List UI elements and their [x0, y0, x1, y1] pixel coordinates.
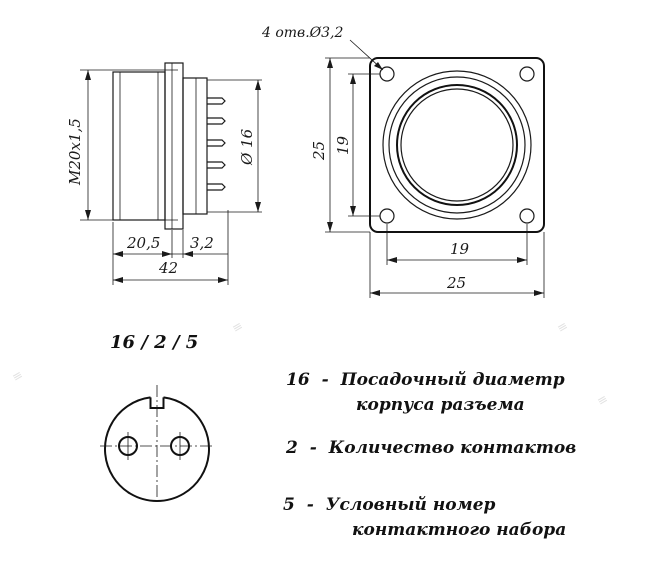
inner-height-label: 19: [334, 135, 352, 155]
mounting-hole: [519, 208, 535, 224]
arrowhead: [255, 202, 261, 212]
watermark: ≡: [595, 391, 611, 408]
legend-item-3-line-1: 5 - Условный номер: [283, 495, 496, 515]
arrowhead: [350, 74, 356, 84]
legend-item-3-text: Условный номер: [326, 495, 496, 515]
arrowhead: [218, 277, 228, 283]
legend-item-1-number: 16: [286, 370, 310, 390]
pin: [207, 139, 226, 147]
pin: [207, 161, 226, 169]
mounting-hole: [379, 66, 395, 82]
legend: 16 - Посадочный диаметр корпуса разъема …: [283, 370, 576, 540]
outer-ring: [382, 70, 532, 220]
legend-item-3-number: 5: [283, 495, 295, 515]
arrowhead: [85, 210, 91, 220]
arrowhead: [534, 290, 544, 296]
thread-label: M20x1,5: [66, 118, 84, 186]
contact-pins: [207, 97, 226, 191]
arrowhead: [255, 80, 261, 90]
connector-body: [112, 71, 166, 221]
arrowhead: [370, 290, 380, 296]
ring: [388, 76, 526, 214]
watermark: ≡: [230, 318, 246, 335]
inner-width-label: 19: [450, 240, 470, 258]
holes-note: 4 отв.Ø3,2: [261, 25, 343, 41]
arrowhead: [113, 251, 123, 257]
insert-view: 16 / 2 / 5: [100, 332, 214, 505]
arrowhead: [85, 70, 91, 80]
legend-item-3-sep: -: [307, 495, 314, 515]
outer-height-label: 25: [310, 141, 328, 161]
legend-item-2: 2 - Количество контактов: [285, 438, 576, 458]
front-view: 4 отв.Ø3,2 25 19 19: [261, 25, 545, 298]
legend-item-1-line-1: 16 - Посадочный диаметр: [286, 370, 565, 390]
mounting-hole: [379, 208, 395, 224]
arrowhead: [350, 206, 356, 216]
arrowhead: [387, 257, 397, 263]
arrowhead: [327, 222, 333, 232]
pin: [207, 183, 226, 191]
total-length-label: 42: [158, 259, 178, 277]
pin: [207, 97, 226, 105]
pin-diameter-label: Ø 16: [238, 128, 256, 166]
side-view: M20x1,5 Ø 16 20: [66, 62, 262, 285]
arrowhead: [113, 277, 123, 283]
legend-item-2-number: 2: [285, 438, 298, 458]
watermark: ≡: [555, 318, 571, 335]
legend-item-2-text: Количество контактов: [328, 438, 577, 458]
connector-code: 16 / 2 / 5: [110, 332, 198, 353]
legend-item-3-line-2: контактного набора: [352, 520, 566, 540]
arrowhead: [327, 58, 333, 68]
legend-item-1-text: Посадочный диаметр: [340, 370, 565, 390]
legend-item-1-line-2: корпуса разъема: [356, 395, 525, 415]
square-flange: [369, 57, 545, 233]
inner-ring: [400, 88, 514, 202]
rear-housing: [182, 77, 208, 215]
watermark: ≡: [10, 367, 26, 384]
pin: [207, 117, 226, 125]
mounting-hole: [519, 66, 535, 82]
legend-item-2-sep: -: [310, 438, 317, 458]
arrowhead: [183, 251, 193, 257]
arrowhead: [374, 62, 383, 70]
legend-item-1-sep: -: [322, 370, 329, 390]
flange-thickness-label: 3,2: [190, 234, 214, 252]
outer-width-label: 25: [446, 274, 466, 292]
body-length-label: 20,5: [126, 234, 160, 252]
arrowhead: [517, 257, 527, 263]
arrowhead: [162, 251, 172, 257]
ring: [396, 84, 518, 206]
connector-flange: [164, 62, 184, 230]
